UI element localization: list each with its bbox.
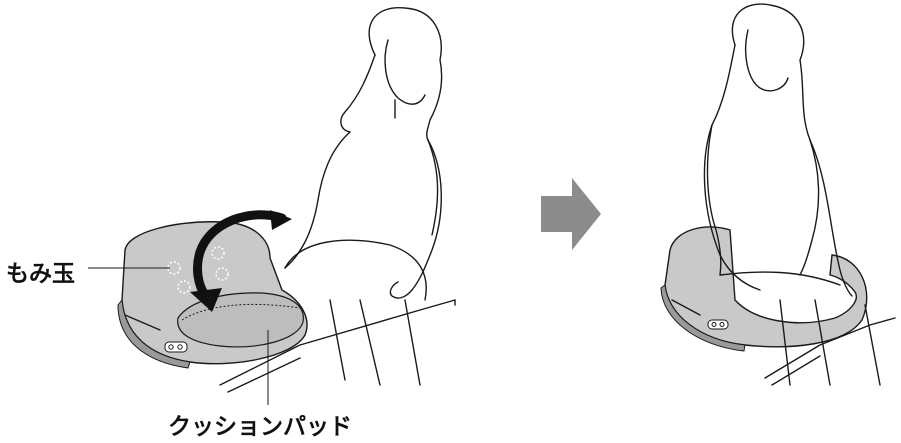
cushion-pad-label: クッションパッド [168,407,352,441]
massager-device-right [661,227,867,351]
control-panel-icon [165,342,187,352]
woman-left [285,8,442,385]
control-panel-icon-right [708,320,728,329]
left-scene [88,8,455,405]
massage-balls-label: もみ玉 [6,254,75,288]
right-scene [661,4,895,385]
right-arrow-icon [541,178,601,250]
